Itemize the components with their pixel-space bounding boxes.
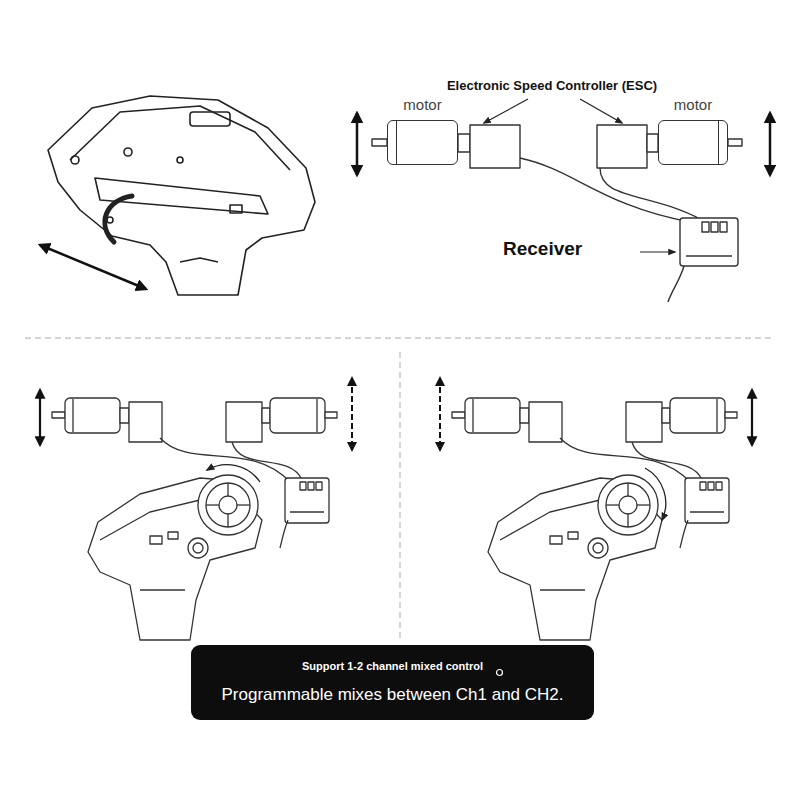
motion-arrow <box>356 113 359 175</box>
motor-end-line <box>718 121 719 164</box>
motor-body: motor <box>658 120 728 165</box>
ring-mark <box>495 668 504 677</box>
leader-arrow <box>640 251 675 252</box>
receiver-label: Receiver <box>503 238 582 260</box>
motor-label: motor <box>674 96 712 113</box>
motion-arrow <box>751 390 753 445</box>
divider <box>400 352 401 640</box>
banner-heading: Support 1-2 channel mixed control <box>302 660 483 674</box>
esc-label: Electronic Speed Controller (ESC) <box>447 78 657 93</box>
rotation-arrow <box>645 468 666 520</box>
caption-banner: Support 1-2 channel mixed controlProgram… <box>191 645 594 720</box>
mix-panel-left <box>52 398 337 640</box>
motor-label: motor <box>403 96 441 113</box>
motor-end-line <box>396 121 397 164</box>
motion-arrow <box>39 390 41 445</box>
motion-arrow-dashed <box>439 378 441 450</box>
rotation-arrow <box>207 465 260 482</box>
banner-text: Programmable mixes between Ch1 and CH2. <box>221 684 563 705</box>
trigger-motion-arrow <box>40 245 146 289</box>
leader-arrow <box>484 99 528 123</box>
divider <box>25 338 775 339</box>
motion-arrow <box>769 113 772 175</box>
leader-arrow <box>580 99 622 123</box>
motor-body: motor <box>387 120 458 165</box>
mix-panel-right <box>452 398 737 640</box>
motion-arrow-dashed <box>351 378 353 450</box>
